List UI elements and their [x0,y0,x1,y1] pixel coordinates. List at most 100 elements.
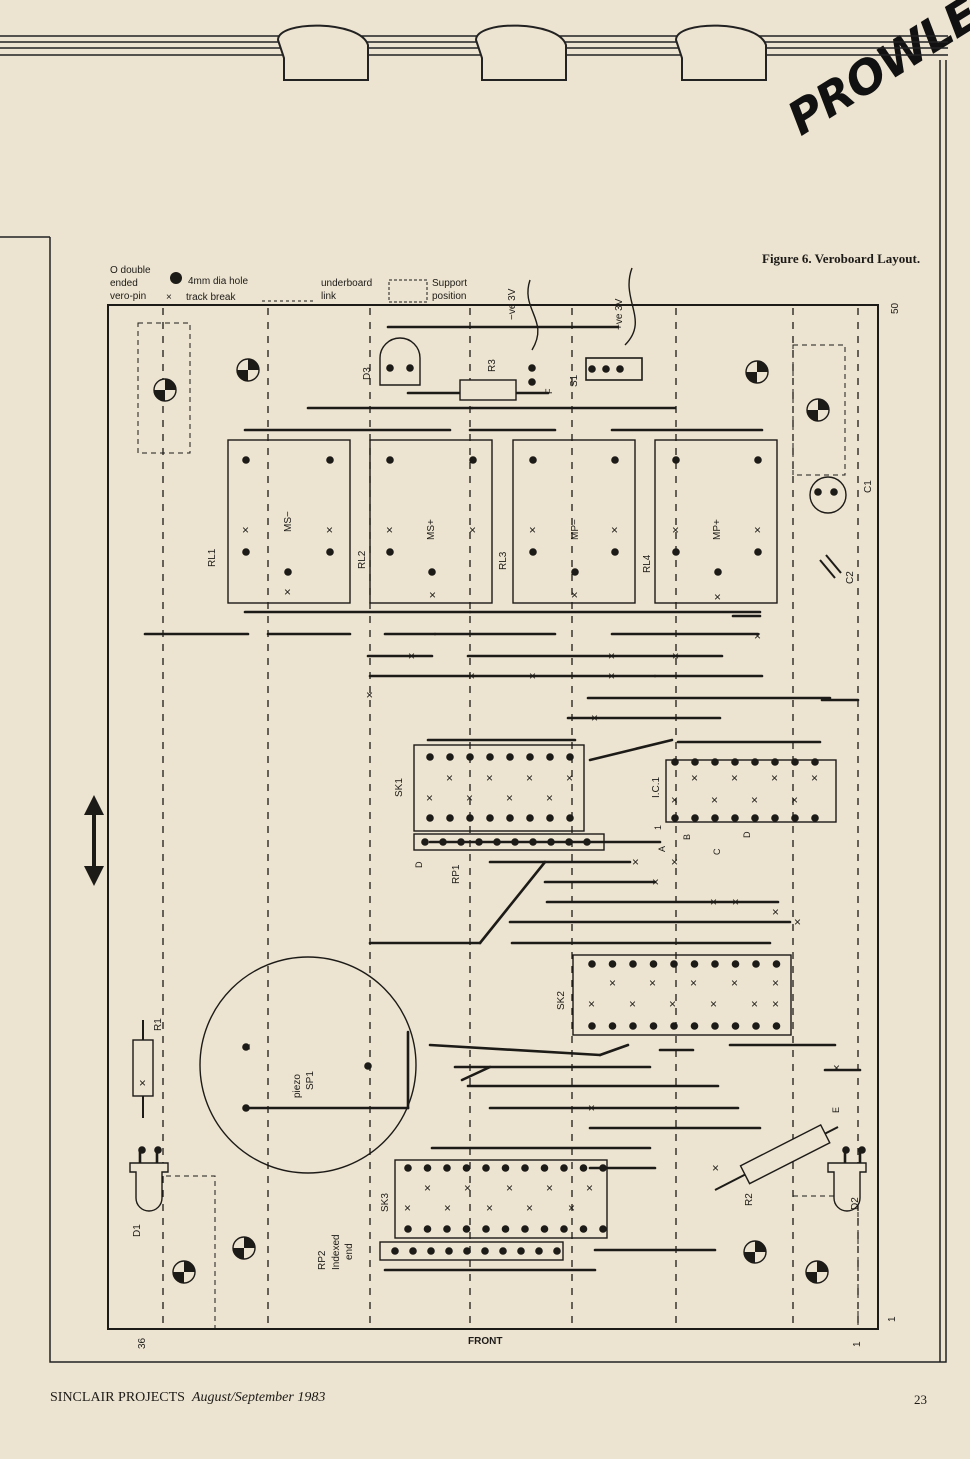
vero-pin [602,365,610,373]
sk3-outline [394,1159,608,1239]
vero-pin [404,1164,412,1172]
track-break-icon: × [632,855,639,869]
vero-pin [457,838,465,846]
vero-pin [446,753,454,761]
vero-pin [481,1247,489,1255]
legend-track-break: track break [186,292,236,303]
mounting-hole-icon [172,1260,196,1284]
s1-label: S1 [569,374,580,387]
binding-rails [0,35,948,56]
rl2-label: RL2 [357,550,368,569]
vero-pin [426,814,434,822]
relay-outline [654,439,778,604]
vero-pin [672,456,680,464]
legend-support-line2: position [432,291,466,302]
vero-pin [752,1022,760,1030]
vero-pin [579,1225,588,1233]
track-break-icon: × [469,523,476,537]
d3-led [379,337,421,386]
mounting-hole-icon [236,358,260,382]
vero-pin [560,1225,568,1233]
support-position-lower-left [148,1175,216,1328]
figure-title: Figure 6. Veroboard Layout. [762,251,921,266]
vero-pin [566,814,574,822]
track-break-icon: × [811,771,818,785]
d3-label: D3 [362,367,373,380]
track-break-icon: × [526,1201,533,1215]
ic1-label: I.C.1 [651,776,662,798]
track-break-icon: × [426,791,433,805]
vero-pin [649,960,658,968]
track-break-icon: × [506,1181,513,1195]
veroboard-outline [107,304,879,1330]
track-break-icon: × [731,976,738,990]
rp2-end-label: end [344,1243,355,1260]
board-arrow-down-head [84,866,104,886]
track-break-icon: × [529,523,536,537]
vero-pin [421,838,429,846]
vero-pin [772,1022,781,1030]
edge-labels: 50 36 1 1 FRONT [137,302,901,1349]
row-1-bottom-label: 1 [852,1341,863,1347]
track-break-icon: × [468,669,475,683]
track-break-icon: × [506,791,513,805]
binding-clips [276,24,767,81]
vero-pin [427,1247,435,1255]
vero-pin [242,548,250,556]
track-break-icon: × [608,669,615,683]
vero-pin [364,1062,372,1070]
track-break-icon: × [690,976,697,990]
front-label: FRONT [468,1336,502,1347]
mp-plus-label: MP+ [712,519,723,540]
vero-pin [462,1225,471,1233]
vero-pin [386,548,394,556]
vero-pin [711,960,719,968]
vero-pin [446,814,454,822]
track-break-icon: × [791,793,798,807]
vero-pin [670,960,678,968]
vero-pin [511,838,519,846]
track-break-icon: × [588,997,595,1011]
track-break-icon: × [242,523,249,537]
vero-pin [547,838,555,846]
vero-pin [428,568,436,576]
track-break-icon: × [424,1181,431,1195]
vero-pin [858,1146,866,1154]
page-frame [0,60,947,1363]
track-breaks: ××××××××××××××××××××××××××××××××××××××××… [139,523,840,1215]
vero-pin [501,1225,510,1233]
vero-pin [466,814,474,822]
vero-pin [493,838,501,846]
track-break-icon: × [671,793,678,807]
mounting-hole-icon [153,378,177,402]
track-break-icon: × [586,1181,593,1195]
vero-pin [608,960,617,968]
pin-letter-c: C [712,848,722,855]
vero-pin [445,1247,453,1255]
vero-pin [579,1164,588,1172]
vero-pin [386,456,394,464]
piezo-label: piezo [292,1074,303,1098]
vero-pin [521,1225,529,1233]
relay-outline [369,439,493,604]
vero-pin [506,814,514,822]
vero-pin [731,1022,740,1030]
track-break-icon: × [326,523,333,537]
publication-name: SINCLAIR PROJECTS [50,1390,185,1405]
vero-pin [540,1225,549,1233]
r3-resistor [459,379,517,401]
vero-pin [731,960,740,968]
vero-pin [588,365,596,373]
vero-pin [423,1225,432,1233]
vero-pin [754,456,762,464]
vero-pin [566,753,574,761]
track-break-icon: × [429,588,436,602]
track-break-icon: × [609,976,616,990]
vero-pin [691,814,699,822]
pin-letter-e: E [831,1107,841,1113]
r1-label: R1 [153,1018,164,1031]
sk1-label: SK1 [394,778,405,797]
vero-pin [611,548,619,556]
vero-pin [670,1022,678,1030]
